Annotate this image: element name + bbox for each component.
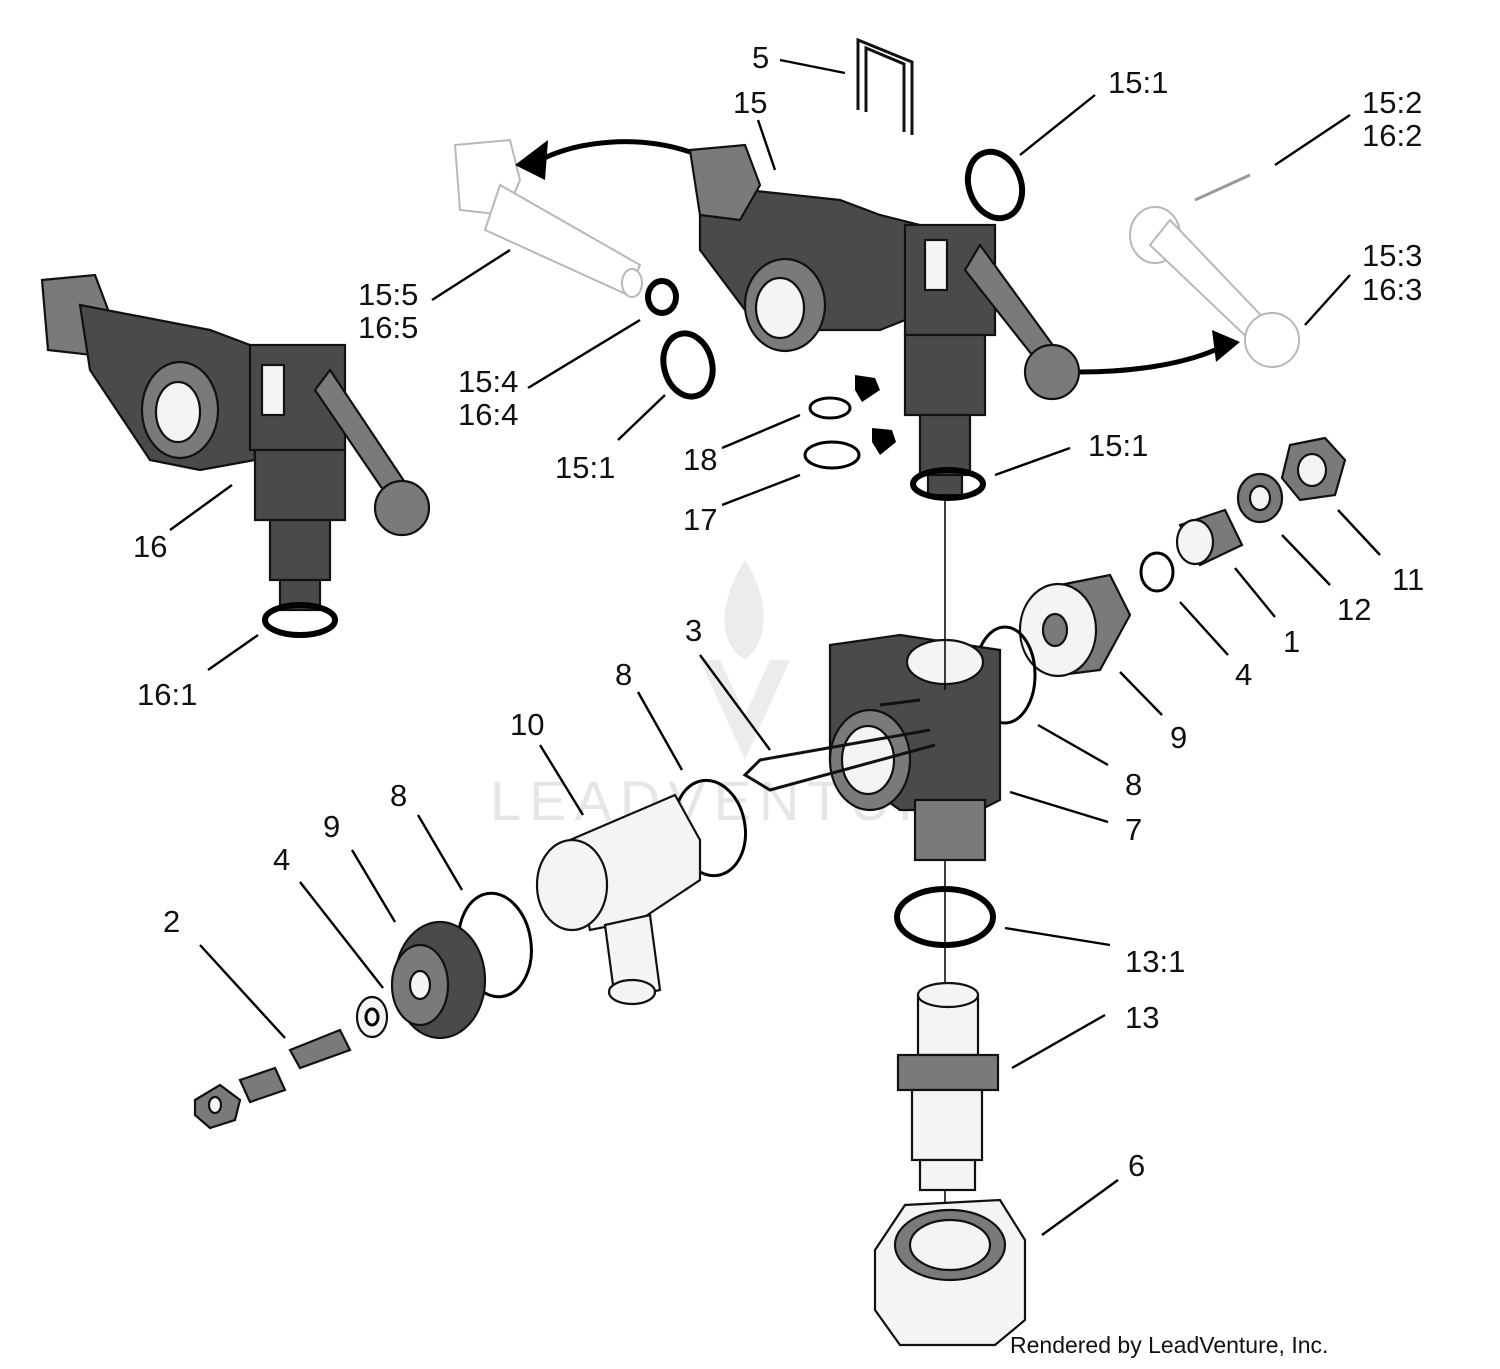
part-15-2-ghost-handle (1129, 173, 1300, 368)
part-9-left-knob (390, 920, 487, 1040)
part-3-wire-clip (742, 698, 936, 792)
part-16-valve-assembly (40, 273, 431, 612)
part-15-5-ghost-stem (453, 138, 643, 298)
callout-16-3-line2: 16:3 (1362, 272, 1422, 307)
callout-labels: 5 15 15:1 15:2 16:2 15:3 16:3 15:5 16:5 … (133, 40, 1424, 1183)
callout-15-1-top: 15:1 (1108, 65, 1168, 100)
callout-8-mid: 8 (615, 657, 632, 692)
callout-15-2-line1: 15:2 (1362, 85, 1422, 120)
part-5-u-pin (856, 37, 914, 135)
callout-13-1: 13:1 (1125, 944, 1185, 979)
callout-16-2-line2: 16:2 (1362, 118, 1422, 153)
callout-6: 6 (1128, 1148, 1145, 1183)
oring-15-1-left (660, 330, 716, 400)
callout-8-left: 8 (390, 778, 407, 813)
part-4-left-washer (355, 995, 389, 1039)
callout-4-left: 4 (273, 842, 290, 877)
oring-15-4 (645, 278, 679, 316)
part-11-nut (1280, 436, 1347, 502)
part-9-right-knob (1018, 573, 1132, 678)
callout-18: 18 (683, 442, 717, 477)
callout-5: 5 (752, 40, 769, 75)
part-2-threaded-stud (193, 1028, 352, 1130)
part-1-spacer (1175, 508, 1244, 567)
callout-16-1: 16:1 (137, 677, 197, 712)
part-7-valve-body (828, 500, 1002, 1290)
callout-2: 2 (163, 904, 180, 939)
callout-15: 15 (733, 85, 767, 120)
part-4-right-ring (1139, 551, 1175, 593)
callout-15-1-left: 15:1 (555, 450, 615, 485)
callout-10: 10 (510, 707, 544, 742)
callout-16-4-line2: 16:4 (458, 397, 518, 432)
callout-15-5-line1: 15:5 (358, 277, 418, 312)
callout-8-right: 8 (1125, 767, 1142, 802)
callout-3: 3 (685, 613, 702, 648)
callout-15-3-line1: 15:3 (1362, 238, 1422, 273)
oring-17 (803, 440, 861, 470)
callout-9-right: 9 (1170, 720, 1187, 755)
part-10-elbow (535, 793, 702, 1006)
render-credit: Rendered by LeadVenture, Inc. (1010, 1332, 1328, 1358)
oring-16-1 (262, 602, 338, 638)
callout-13: 13 (1125, 1000, 1159, 1035)
callout-9-left: 9 (323, 809, 340, 844)
callout-7: 7 (1125, 812, 1142, 847)
callout-15-4-line1: 15:4 (458, 364, 518, 399)
callout-17: 17 (683, 502, 717, 537)
part-6-hex-nut (873, 1198, 1027, 1347)
part-13-hose-barb (896, 981, 1000, 1192)
oring-15-1-right (910, 467, 986, 501)
part-15-valve-assembly (688, 143, 1081, 497)
leader-lines (169, 58, 1381, 1236)
callout-12: 12 (1337, 592, 1371, 627)
oring-15-1-top (964, 148, 1026, 222)
callout-1: 1 (1283, 624, 1300, 659)
callout-16: 16 (133, 529, 167, 564)
callout-15-1-right: 15:1 (1088, 428, 1148, 463)
callout-11: 11 (1392, 562, 1424, 597)
part-12-washer (1236, 472, 1284, 524)
callout-4-right: 4 (1235, 657, 1252, 692)
movement-arrows (515, 139, 1240, 455)
oring-18 (808, 396, 852, 420)
callout-16-5-line2: 16:5 (358, 310, 418, 345)
